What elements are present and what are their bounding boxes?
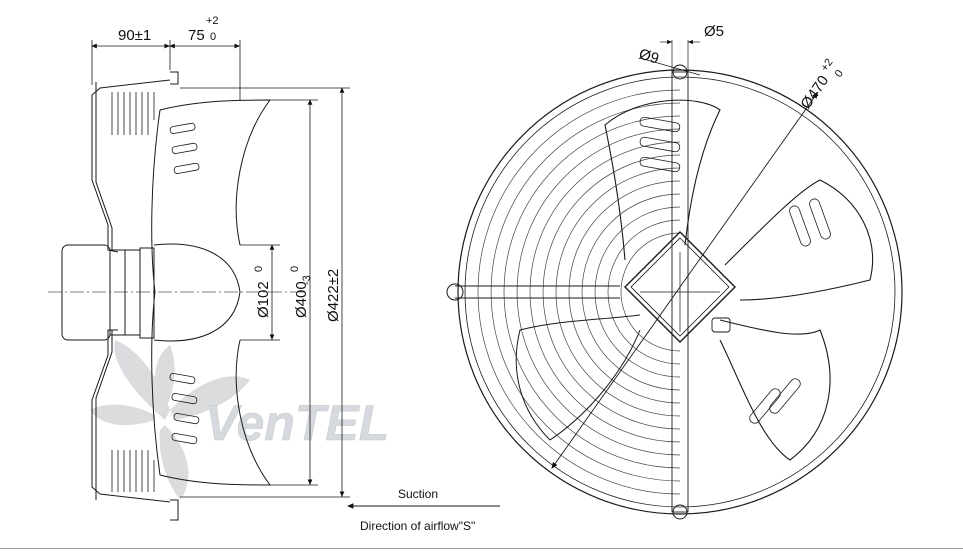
ring-diameter-dim: Ø470 [797, 72, 832, 112]
hub-tol-upper: 0 [253, 266, 265, 272]
hole-large-dim: Ø9 [637, 46, 661, 68]
side-view [48, 71, 305, 521]
blade-diameter-dim: Ø400 [293, 281, 310, 318]
guard-diameter-dim: Ø422±2 [325, 269, 342, 322]
ring-tol-lower: 0 [833, 68, 846, 80]
watermark-fan-icon [90, 340, 250, 500]
airflow-direction-label: Direction of airflow"S" [360, 519, 475, 533]
depth-left-dim: 90±1 [118, 27, 151, 44]
ring-tol-upper: +2 [819, 57, 836, 74]
bottom-divider [0, 548, 963, 549]
depth-right-dim: 75 [188, 27, 205, 44]
hub-diameter-dim: Ø102 [255, 281, 272, 318]
front-view [446, 39, 903, 520]
depth-right-tol-upper: +2 [206, 15, 219, 27]
depth-right-tol-lower: 0 [210, 31, 216, 43]
blade-tol-upper: 0 [289, 266, 301, 272]
watermark-logo: VenTEL [90, 340, 390, 500]
suction-label: Suction [398, 487, 438, 501]
blade-tol-lower: -3 [301, 275, 313, 285]
hole-small-dim: Ø5 [704, 23, 724, 40]
watermark-text: VenTEL [205, 395, 389, 451]
side-view-dimensions [91, 40, 350, 498]
